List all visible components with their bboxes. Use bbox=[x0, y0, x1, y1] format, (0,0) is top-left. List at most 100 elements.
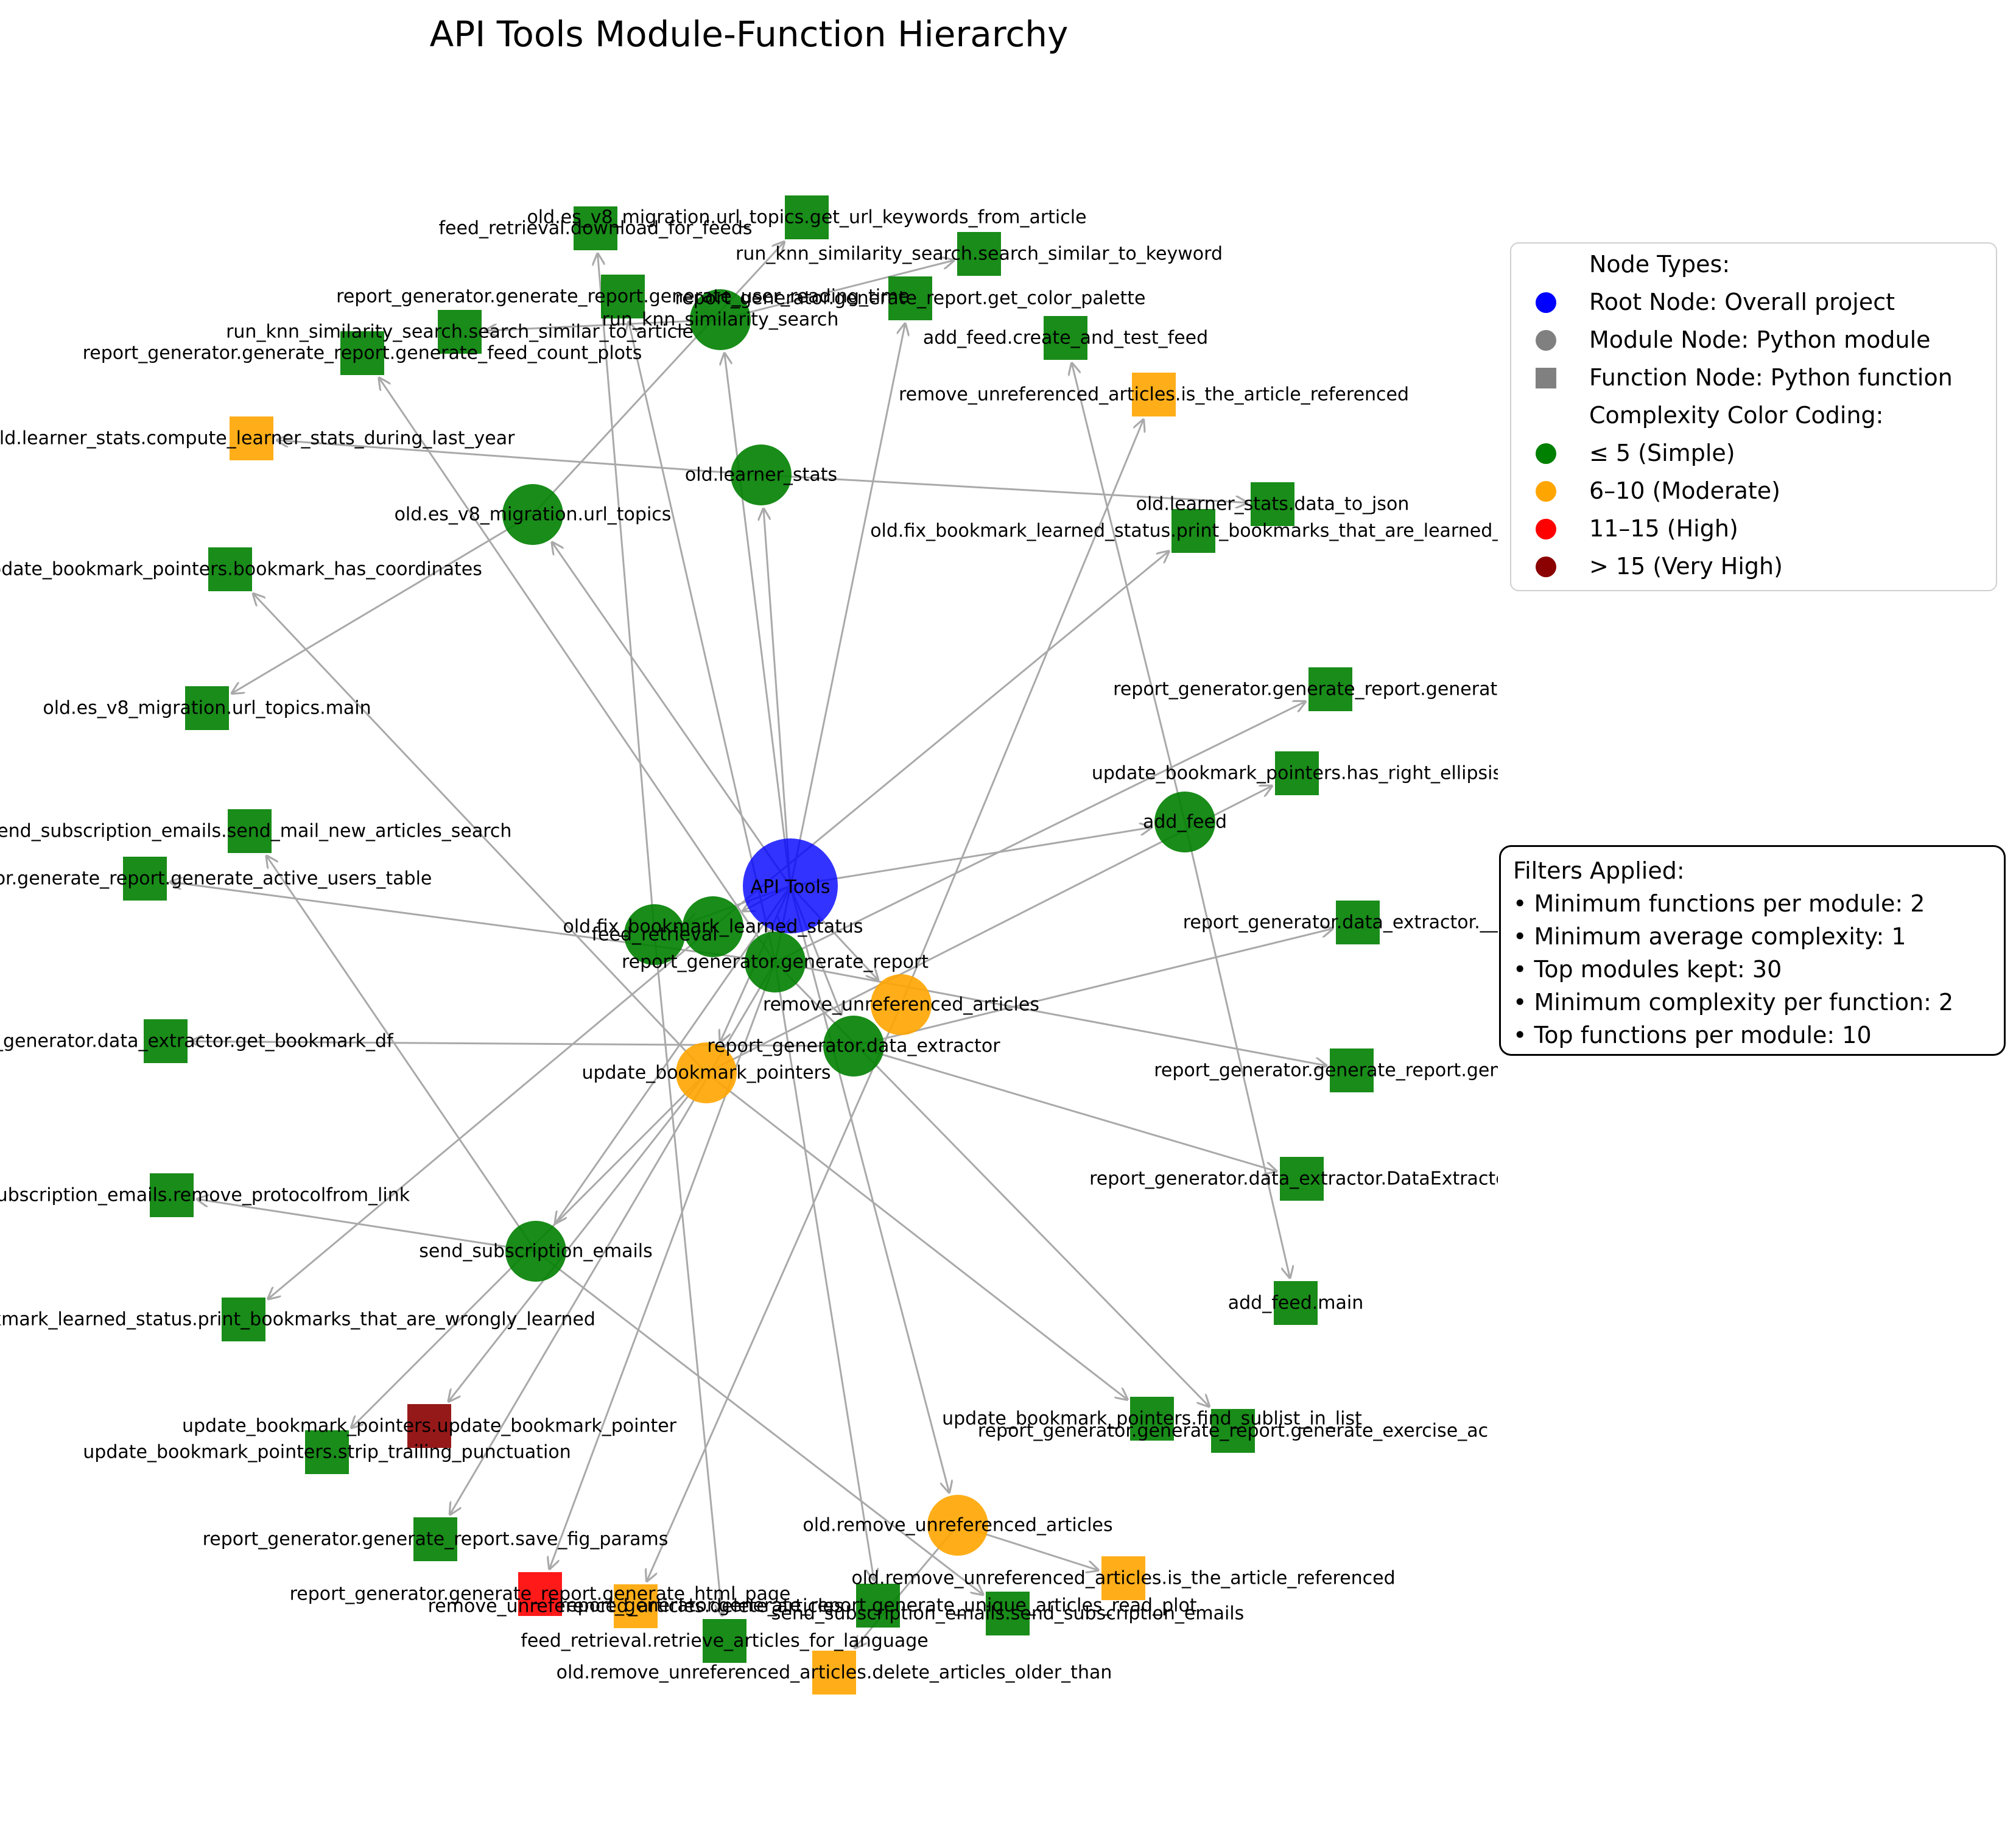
edge-m_rggen-to-f_html_page bbox=[549, 961, 776, 1570]
function-node-f_remove_proto bbox=[150, 1173, 194, 1217]
function-node-f_find_sub bbox=[1130, 1397, 1174, 1441]
function-node-f_exercise bbox=[1211, 1409, 1255, 1453]
edge-m_sendsub-to-f_send_sub bbox=[535, 1250, 984, 1595]
function-label-f_remove_proto: send_subscription_emails.remove_protocol… bbox=[0, 1185, 410, 1206]
function-node-swatch bbox=[1536, 368, 1556, 388]
edge-m_feedret-to-f_dl_feeds bbox=[597, 253, 656, 935]
edge-m_sendsub-to-f_remove_proto bbox=[196, 1199, 536, 1252]
function-label-f_palette: report_generator.generate_report.get_col… bbox=[675, 288, 1146, 309]
function-label-f_gener: report_generator.generate_report.generat… bbox=[1154, 1060, 1498, 1081]
module-node-m_addfeed bbox=[1154, 792, 1215, 852]
moderate-swatch bbox=[1536, 481, 1556, 502]
edge-m_addfeed-to-f_create_feed bbox=[1072, 362, 1186, 823]
function-label-f_unique_plot: report_generator.generate_report.generat… bbox=[559, 1595, 1196, 1617]
function-label-f_create_feed: add_feed.create_and_test_feed bbox=[923, 328, 1208, 349]
function-node-f_dl_feeds bbox=[574, 206, 617, 250]
filters-box: Filters Applied: • Minimum functions per… bbox=[1499, 845, 2006, 1056]
function-label-f_dl_feeds: feed_retrieval.download_for_feeds bbox=[438, 218, 752, 239]
edge-m_sendsub-to-f_mail_search bbox=[266, 855, 537, 1252]
edge-m_remove-to-f_is_ref bbox=[900, 419, 1144, 1005]
module-node-m_fixbm bbox=[683, 896, 743, 957]
function-node-f_retrieve_lang bbox=[703, 1619, 746, 1663]
function-node-f_top bbox=[1308, 667, 1352, 711]
module-label-m_addfeed: add_feed bbox=[1143, 812, 1227, 833]
function-label-f_delete_arts: remove_unreferenced_articles.delete_arti… bbox=[428, 1596, 844, 1617]
legend: Node Types: Root Node: Overall project M… bbox=[1510, 242, 1997, 591]
edge-root-to-m_learner bbox=[764, 508, 792, 887]
function-label-f_ellipsis: update_bookmark_pointers.has_right_ellip… bbox=[1092, 763, 1498, 784]
edge-m_rgdata-to-f_add bbox=[853, 929, 1333, 1047]
edge-m_ubp-to-f_has_coords bbox=[253, 593, 708, 1074]
edge-m_learner-to-f_data_json bbox=[760, 474, 1248, 503]
edge-m_learner-to-f_learner_year bbox=[276, 440, 762, 476]
filter-line: • Top modules kept: 30 bbox=[1513, 956, 1782, 983]
module-node-m_rgdata bbox=[823, 1016, 884, 1077]
function-node-f_mail_search bbox=[228, 809, 272, 853]
edge-m_ubp-to-f_find_sub bbox=[706, 1072, 1128, 1400]
function-label-f_has_coords: update_bookmark_pointers.bookmark_has_co… bbox=[0, 559, 482, 580]
module-node-m_ubp bbox=[676, 1042, 737, 1103]
simple-swatch bbox=[1536, 443, 1556, 464]
function-node-f_add bbox=[1336, 901, 1380, 944]
function-node-f_print_wrong bbox=[222, 1298, 265, 1341]
edge-m_rgdata-to-f_get_bm_df bbox=[190, 1041, 854, 1046]
function-node-f_is_ref bbox=[1132, 373, 1176, 416]
legend-high-entry: 11–15 (High) bbox=[1511, 510, 1992, 547]
function-label-f_old_is_ref: old.remove_unreferenced_articles.is_the_… bbox=[851, 1568, 1395, 1589]
filter-line: • Minimum average complexity: 1 bbox=[1513, 923, 1906, 950]
root-node-root bbox=[743, 838, 838, 933]
function-node-f_palette bbox=[888, 276, 932, 320]
module-label-m_rgdata: report_generator.data_extractor bbox=[707, 1036, 1000, 1057]
function-node-f_gener bbox=[1330, 1048, 1374, 1092]
function-node-f_addfeed_main bbox=[1274, 1281, 1318, 1325]
function-label-f_retrieve_lang: feed_retrieval.retrieve_articles_for_lan… bbox=[521, 1631, 928, 1652]
function-label-f_get_bm_df: report_generator.data_extractor.get_book… bbox=[0, 1031, 394, 1052]
function-label-f_exercise: report_generator.generate_report.generat… bbox=[978, 1421, 1488, 1442]
high-swatch bbox=[1536, 519, 1556, 539]
filters-header: Filters Applied: bbox=[1513, 857, 1685, 884]
function-label-f_urltopics_main: old.es_v8_migration.url_topics.main bbox=[43, 698, 371, 719]
edge-root-to-m_sendsub bbox=[555, 885, 792, 1224]
diagram-title: API Tools Module-Function Hierarchy bbox=[429, 13, 1069, 55]
function-label-f_send_sub: send_subscription_emails.send_subscripti… bbox=[771, 1603, 1245, 1624]
very-high-swatch bbox=[1536, 557, 1556, 577]
legend-simple-entry: ≤ 5 (Simple) bbox=[1511, 435, 1992, 471]
edge-root-to-m_urltopics bbox=[552, 541, 792, 887]
function-label-f_reading_time: report_generator.generate_report.generat… bbox=[336, 286, 910, 307]
module-label-m_remove: remove_unreferenced_articles bbox=[763, 994, 1039, 1016]
root-node-swatch bbox=[1536, 292, 1556, 313]
function-label-f_sim_kw: run_knn_similarity_search.search_similar… bbox=[736, 244, 1223, 265]
function-label-f_print_wrong: old.fix_bookmark_learned_status.print_bo… bbox=[0, 1309, 595, 1330]
function-node-f_delete_older bbox=[812, 1651, 856, 1695]
edge-root-to-m_knn bbox=[725, 353, 792, 887]
function-node-f_send_sub bbox=[986, 1592, 1030, 1635]
label-layer: API Toolsold.learner_statsold.es_v8_migr… bbox=[0, 207, 1498, 1684]
function-label-f_addfeed_main: add_feed.main bbox=[1228, 1293, 1363, 1314]
module-node-m_knn bbox=[690, 289, 751, 350]
edge-m_rggen-to-f_unique_plot bbox=[774, 961, 874, 1581]
edge-m_feedret-to-f_retrieve_lang bbox=[653, 934, 722, 1617]
module-label-m_urltopics: old.es_v8_migration.url_topics bbox=[395, 504, 672, 525]
module-label-m_ubp: update_bookmark_pointers bbox=[581, 1063, 831, 1084]
edge-m_rggen-to-f_reading_time bbox=[628, 321, 776, 963]
function-node-f_get_url_kw bbox=[785, 195, 829, 239]
function-node-f_reading_time bbox=[601, 275, 645, 318]
function-label-f_mail_search: send_subscription_emails.send_mail_new_a… bbox=[0, 821, 511, 842]
function-label-f_get_url_kw: old.es_v8_migration.url_topics.get_url_k… bbox=[527, 207, 1086, 228]
edge-m_ubp-to-f_update_ptr bbox=[448, 1072, 708, 1402]
module-label-m_fixbm: old.fix_bookmark_learned_status bbox=[563, 916, 863, 938]
function-node-f_learner_year bbox=[230, 416, 273, 460]
module-node-m_rggen bbox=[745, 932, 806, 992]
edge-m_rggen-to-f_gener bbox=[774, 961, 1327, 1066]
module-label-m_oldremove: old.remove_unreferenced_articles bbox=[803, 1515, 1112, 1536]
module-label-m_rggen: report_generator.generate_report bbox=[622, 952, 929, 973]
function-label-f_dataextr: report_generator.data_extractor.DataExtr… bbox=[1089, 1168, 1498, 1190]
edge-m_rggen-to-f_feed_count bbox=[379, 377, 776, 963]
function-label-f_top: report_generator.generate_report.generat… bbox=[1113, 679, 1498, 700]
function-node-f_data_json bbox=[1251, 482, 1294, 526]
function-label-f_is_ref: remove_unreferenced_articles.is_the_arti… bbox=[899, 384, 1409, 406]
legend-function-entry: Function Node: Python function bbox=[1511, 359, 1992, 396]
filter-line: • Minimum complexity per function: 2 bbox=[1513, 989, 1954, 1016]
function-label-f_sim_art: run_knn_similarity_search.search_similar… bbox=[226, 321, 694, 343]
